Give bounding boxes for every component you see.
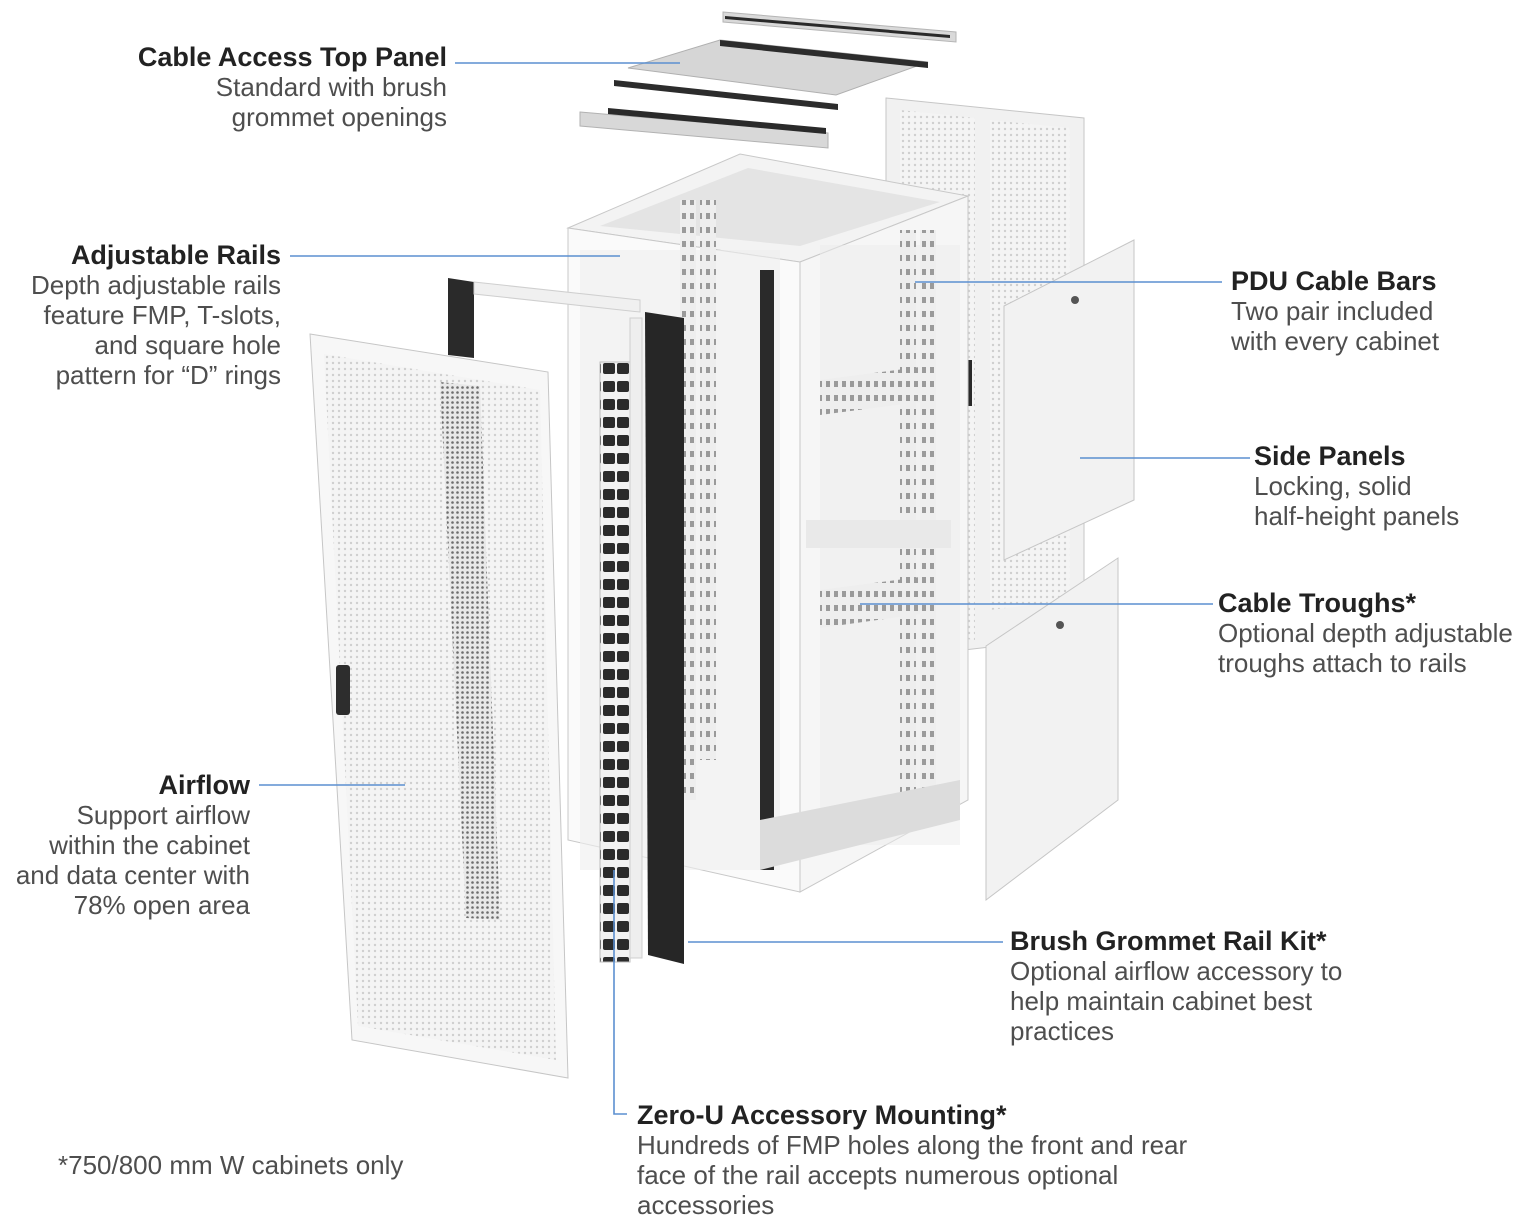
callout-zero-u-accessory-mounting: Zero-U Accessory Mounting* Hundreds of F… [637, 1100, 1187, 1220]
leader-lines [259, 62, 1250, 1115]
callout-desc-line: Locking, solid [1254, 471, 1412, 501]
callout-desc-line: practices [1010, 1016, 1115, 1046]
footnote: *750/800 mm W cabinets only [58, 1150, 404, 1180]
callout-desc-line: 78% open area [73, 890, 250, 920]
callout-title: Brush Grommet Rail Kit* [1010, 926, 1327, 956]
callout-title: Airflow [158, 770, 251, 800]
callout-brush-grommet-rail-kit: Brush Grommet Rail Kit* Optional airflow… [1010, 926, 1342, 1046]
callout-side-panels: Side Panels Locking, solid half-height p… [1254, 441, 1459, 531]
callout-desc-line: within the cabinet [49, 830, 250, 860]
front-rail-assembly [448, 278, 684, 964]
callout-desc-line: grommet openings [231, 102, 447, 132]
callout-airflow: Airflow Support airflow within the cabin… [16, 770, 250, 920]
side-panels [985, 239, 1135, 902]
callout-desc-line: and data center with [15, 860, 250, 890]
callout-desc-line: Hundreds of FMP holes along the front an… [637, 1130, 1188, 1160]
callout-desc-line: half-height panels [1254, 501, 1460, 531]
callout-desc-line: face of the rail accepts numerous option… [637, 1160, 1119, 1190]
callout-desc-line: help maintain cabinet best [1010, 986, 1313, 1016]
callout-title: Side Panels [1254, 441, 1406, 471]
front-door [309, 333, 569, 1079]
callout-desc-line: Standard with brush [215, 72, 447, 102]
top-panel-group [579, 11, 957, 149]
callout-desc-line: Depth adjustable rails [30, 270, 281, 300]
callout-desc-line: Optional depth adjustable [1218, 618, 1513, 648]
callout-desc-line: and square hole [94, 330, 281, 360]
callout-desc-line: accessories [637, 1190, 775, 1220]
callout-desc-line: feature FMP, T-slots, [43, 300, 281, 330]
callout-cable-access-top-panel: Cable Access Top Panel Standard with bru… [138, 42, 447, 132]
callout-desc-line: troughs attach to rails [1218, 648, 1467, 678]
callout-title: Cable Access Top Panel [137, 42, 447, 72]
callout-cable-troughs: Cable Troughs* Optional depth adjustable… [1218, 588, 1513, 678]
callout-title: Zero-U Accessory Mounting* [637, 1100, 1007, 1130]
callout-pdu-cable-bars: PDU Cable Bars Two pair included with ev… [1231, 266, 1439, 356]
leader-zero-u [613, 870, 627, 1115]
callout-title: Adjustable Rails [70, 240, 281, 270]
callout-adjustable-rails: Adjustable Rails Depth adjustable rails … [31, 240, 281, 390]
callout-desc-line: with every cabinet [1231, 326, 1440, 356]
callout-title: PDU Cable Bars [1231, 266, 1437, 296]
callout-desc-line: pattern for “D” rings [55, 360, 281, 390]
callout-title: Cable Troughs* [1218, 588, 1417, 618]
callout-desc-line: Support airflow [76, 800, 250, 830]
callout-desc-line: Optional airflow accessory to [1010, 956, 1343, 986]
callout-desc-line: Two pair included [1231, 296, 1434, 326]
